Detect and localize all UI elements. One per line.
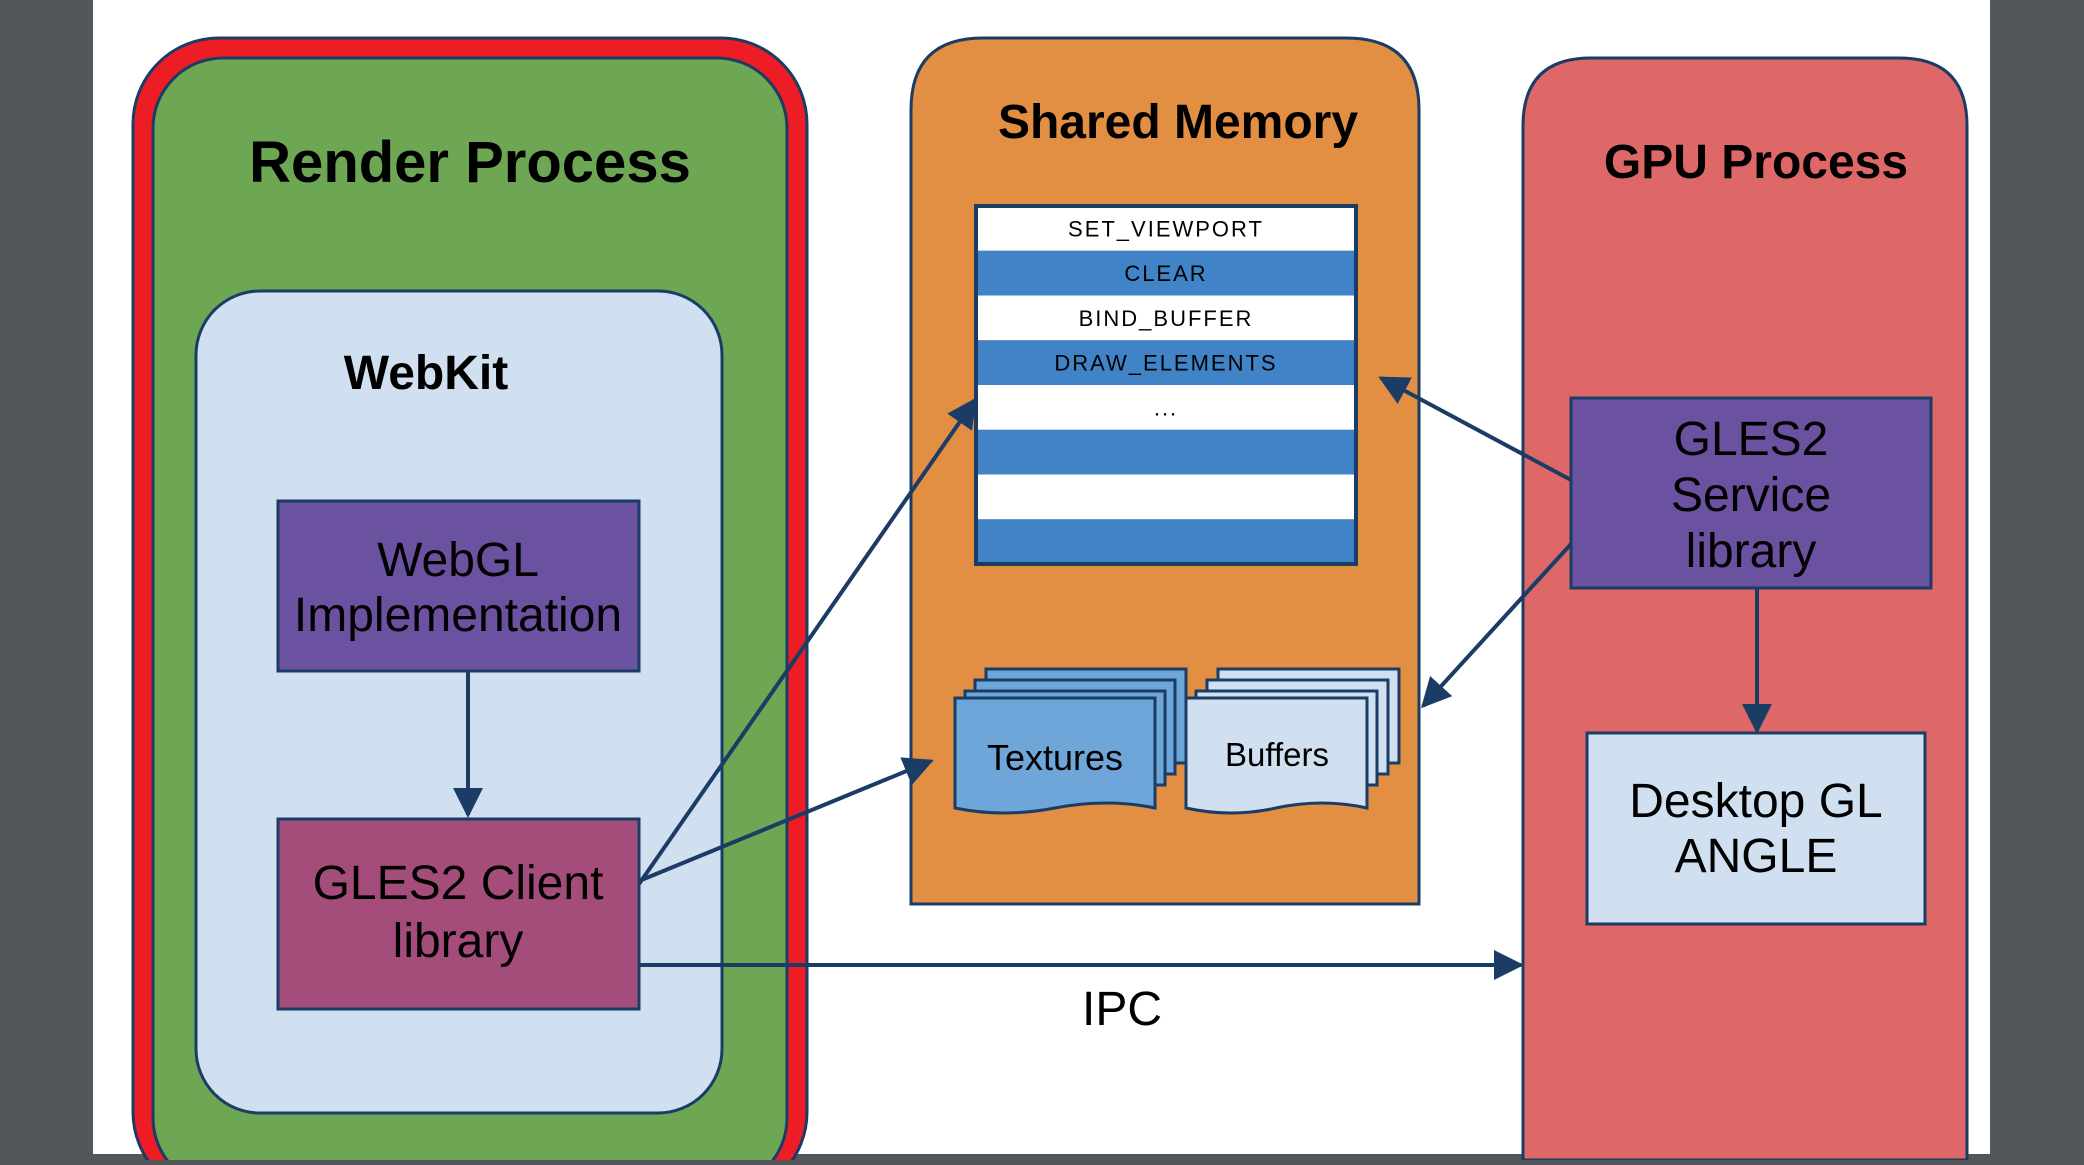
webgl-implementation-node[interactable]: WebGL Implementation bbox=[276, 499, 641, 673]
shared-memory[interactable]: Shared Memory SET_VIEWPORT CLEAR BIND_BUFF… bbox=[909, 36, 1421, 906]
buffers-page-front bbox=[1184, 696, 1369, 815]
arrow-service-to-buffers bbox=[1420, 542, 1573, 709]
gles2-client-library-label-line-2: library bbox=[393, 915, 524, 968]
gles2-client-library-box bbox=[276, 817, 641, 1011]
webgl-implementation-label-line-1: WebGL bbox=[377, 534, 539, 587]
command-buffer-row bbox=[976, 474, 1356, 520]
gles2-client-library-node[interactable]: GLES2 Client library bbox=[276, 817, 641, 1011]
command-buffer-row-label: DRAW_ELEMENTS bbox=[1054, 351, 1277, 376]
desktop-gl-label-line-2: ANGLE bbox=[1675, 830, 1838, 883]
buffers-stack[interactable]: Buffers bbox=[1184, 667, 1401, 815]
gles2-service-library-label-line-2: Service bbox=[1671, 469, 1831, 522]
command-buffer-row bbox=[976, 340, 1356, 385]
textures-stack[interactable]: Textures bbox=[953, 667, 1188, 815]
gpu-process-title: GPU Process bbox=[1604, 136, 1908, 189]
command-buffer-outline bbox=[974, 204, 1358, 566]
gles2-service-library-box bbox=[1569, 396, 1933, 590]
arrow-client-to-textures bbox=[638, 757, 934, 883]
command-buffer-row bbox=[976, 385, 1356, 430]
command-buffer-row-label: SET_VIEWPORT bbox=[1068, 216, 1264, 241]
gles2-service-library-label-line-1: GLES2 bbox=[1674, 413, 1829, 466]
buffers-label: Buffers bbox=[1225, 736, 1329, 773]
command-buffer-row-label: BIND_BUFFER bbox=[1079, 306, 1254, 331]
gles2-service-library-label-line-3: library bbox=[1686, 525, 1817, 578]
render-process-title: Render Process bbox=[249, 130, 691, 195]
arrow-service-to-command-buffer bbox=[1378, 376, 1572, 482]
webgl-implementation-box bbox=[276, 499, 641, 673]
shared-memory-title: Shared Memory bbox=[998, 96, 1358, 149]
textures-page-front bbox=[953, 696, 1157, 815]
gpu-process[interactable]: GPU Process GLES2 Service library Deskto… bbox=[1521, 56, 1969, 1162]
desktop-gl-node[interactable]: Desktop GL ANGLE bbox=[1585, 731, 1927, 926]
command-buffer-row bbox=[976, 429, 1356, 475]
gpu-process-container bbox=[1521, 56, 1969, 1162]
command-buffer-row bbox=[976, 519, 1356, 564]
command-buffer-row bbox=[976, 250, 1356, 296]
desktop-gl-label-line-1: Desktop GL bbox=[1629, 775, 1882, 828]
command-buffer: SET_VIEWPORT CLEAR BIND_BUFFER DRAW_ELEMENT… bbox=[974, 204, 1358, 566]
arrow-client-to-command-buffer bbox=[637, 397, 977, 886]
command-buffer-row-label: CLEAR bbox=[1124, 261, 1207, 286]
desktop-gl-box bbox=[1585, 731, 1927, 926]
webgl-implementation-label-line-2: Implementation bbox=[294, 589, 622, 642]
command-buffer-row bbox=[976, 206, 1356, 251]
connectors bbox=[453, 376, 1772, 980]
command-buffer-row bbox=[976, 295, 1356, 341]
command-buffer-row-label: ... bbox=[1154, 395, 1178, 420]
webkit-title: WebKit bbox=[344, 347, 508, 400]
ipc-label: IPC bbox=[1082, 983, 1162, 1036]
gles2-service-library-node[interactable]: GLES2 Service library bbox=[1569, 396, 1933, 590]
gles2-client-library-label-line-1: GLES2 Client bbox=[313, 857, 604, 910]
render-process[interactable]: Render Process WebKit WebGL Implementati… bbox=[131, 36, 809, 1165]
textures-label: Textures bbox=[987, 737, 1123, 778]
